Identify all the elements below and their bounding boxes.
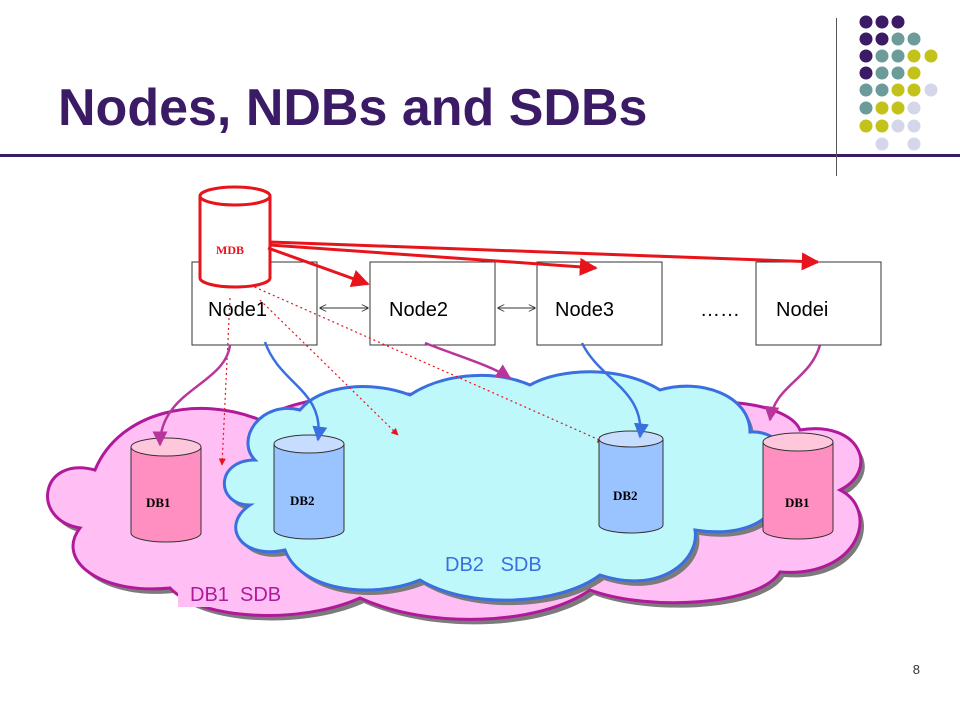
- mdb-node-links: [267, 240, 820, 287]
- db2-right-label: DB2: [613, 488, 638, 503]
- node2-box: [369, 261, 496, 346]
- mdb-cylinder: [198, 185, 272, 289]
- slide-title: Nodes, NDBs and SDBs: [58, 79, 648, 137]
- node1-label: Node1: [208, 299, 267, 321]
- db1-left-cylinder: [130, 437, 202, 543]
- db1-left-label: DB1: [146, 495, 171, 510]
- ellipsis-label: ……: [700, 299, 740, 321]
- db1-right-label: DB1: [785, 495, 810, 510]
- nodei-label: Nodei: [776, 299, 828, 321]
- page-number: 8: [912, 662, 920, 677]
- node2-label: Node2: [389, 299, 448, 321]
- db1-right-cylinder: [762, 432, 834, 540]
- db2-sdb-label: DB2 SDB: [445, 554, 542, 576]
- title-divider: [0, 154, 960, 157]
- decorative-dot-grid: [859, 15, 938, 151]
- db1-sdb-label-bg: [178, 580, 298, 607]
- db2-right-cylinder: [598, 430, 664, 534]
- dotted-red-links: [218, 284, 605, 466]
- nodei-box: [755, 261, 882, 346]
- vertical-divider: [836, 18, 837, 176]
- node3-box: [536, 261, 663, 346]
- mdb-label: MDB: [216, 243, 244, 257]
- db1-sdb-label: DB1 SDB: [190, 584, 281, 606]
- magenta-node-db-links: [152, 341, 822, 447]
- node3-label: Node3: [555, 299, 614, 321]
- blue-node-db-links: [263, 341, 649, 442]
- db2-left-cylinder: [273, 434, 345, 540]
- db2-left-label: DB2: [290, 493, 315, 508]
